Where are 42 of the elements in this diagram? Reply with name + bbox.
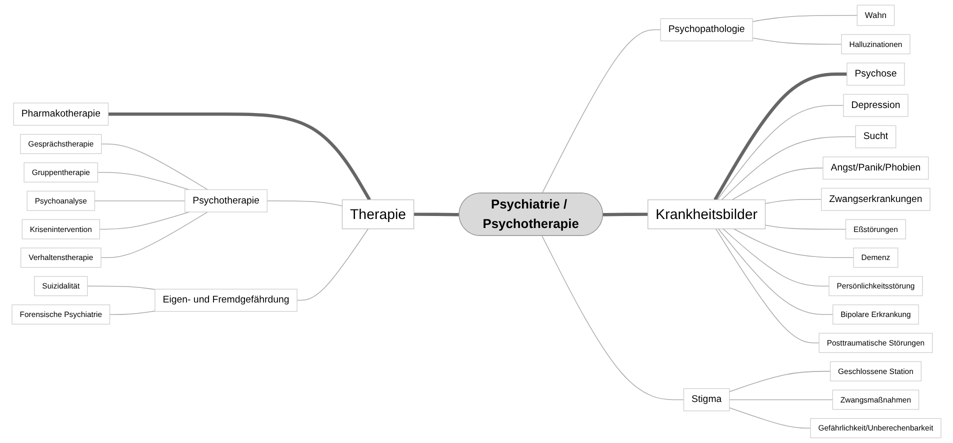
connector: [101, 144, 208, 190]
node-box: Zwangserkrankungen: [821, 188, 930, 211]
connector: [729, 370, 831, 392]
connector: [752, 14, 858, 22]
connector: [764, 224, 846, 230]
connector: [87, 286, 156, 290]
node-box: Pharmakotherapie: [13, 102, 109, 126]
node-box: Eigen- und Fremdgefährdung: [154, 288, 298, 312]
node-box: Therapie: [342, 199, 414, 230]
connector: [99, 212, 190, 230]
connector: [722, 228, 830, 286]
connector: [764, 199, 822, 204]
connector: [100, 212, 208, 258]
connector: [752, 38, 842, 45]
node-box: Depression: [843, 94, 908, 117]
connector: [97, 172, 190, 190]
node-box: Angst/Panik/Phobien: [822, 156, 929, 180]
node-box: Psychose: [846, 62, 905, 86]
connector: [108, 112, 371, 201]
connector: [732, 168, 824, 200]
connector: [109, 310, 156, 315]
connector: [717, 105, 844, 200]
connector: [733, 228, 854, 258]
node-box: Sucht: [855, 125, 896, 148]
connector: [266, 200, 343, 206]
node-box: Wahn: [856, 4, 895, 26]
connector: [714, 72, 847, 201]
node-box: Psychopathologie: [660, 18, 753, 42]
connector: [296, 228, 369, 301]
node-box: Stigma: [683, 388, 730, 412]
connector: [729, 399, 834, 400]
node-box: Krankheitsbilder: [648, 199, 766, 230]
connector: [542, 29, 661, 194]
connector: [721, 136, 856, 200]
connector: [94, 200, 186, 202]
connector: [718, 228, 834, 315]
connector: [729, 407, 811, 429]
node-box: Psychotherapie: [184, 189, 268, 212]
connector: [414, 212, 460, 216]
connector: [602, 212, 648, 216]
connector: [715, 228, 820, 344]
connector: [542, 236, 684, 400]
